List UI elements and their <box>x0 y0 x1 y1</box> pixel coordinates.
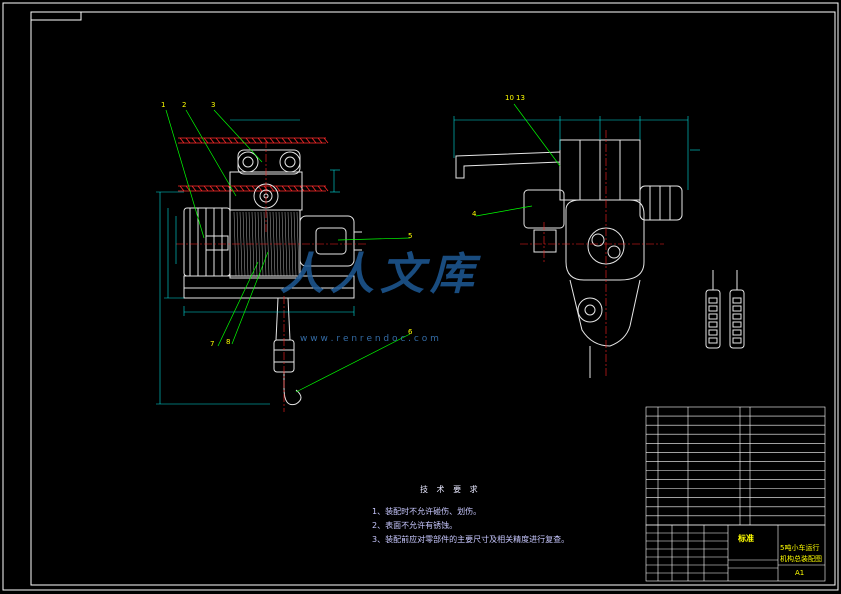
part-label-4: 4 <box>472 210 477 218</box>
hoist-housing <box>565 199 645 281</box>
lifting-hook <box>283 372 302 406</box>
trolley-wheel-right <box>279 151 301 173</box>
trolley-upper-frame <box>237 149 301 175</box>
part-label-2: 2 <box>182 101 187 109</box>
part-label-13: 13 <box>516 94 525 102</box>
side-view-dimensions <box>453 116 700 190</box>
title-block <box>645 524 826 582</box>
part-label-6: 6 <box>408 328 413 336</box>
hoist-side-view <box>455 139 745 378</box>
left-motor <box>183 207 231 277</box>
sheet-size: A1 <box>795 569 805 577</box>
front-view-leaders <box>165 109 411 393</box>
notes-title: 技 术 要 求 <box>420 485 481 494</box>
part-label-8: 8 <box>226 338 231 346</box>
note-item-2: 2、表面不允许有锈蚀。 <box>372 521 458 530</box>
part-label-1: 1 <box>161 101 166 109</box>
inner-border <box>30 11 836 586</box>
wire-rope-right <box>287 297 291 341</box>
side-view-leaders <box>475 103 561 217</box>
pulley-housing <box>569 279 641 347</box>
wire-rope-left <box>275 297 279 341</box>
note-item-1: 1、装配时不允许碰伤、划伤。 <box>372 507 482 516</box>
corner-code-box <box>30 11 82 21</box>
hoist-front-view <box>156 109 411 412</box>
part-label-5: 5 <box>408 232 413 240</box>
trolley-wheel-left <box>237 151 259 173</box>
part-label-7: 7 <box>210 340 215 348</box>
support-arm <box>455 151 561 179</box>
note-item-3: 3、装配前应对零部件的主要尺寸及相关精度进行复查。 <box>372 535 570 544</box>
hoist-base <box>183 275 355 299</box>
sheave <box>577 297 603 323</box>
right-motor <box>299 215 355 267</box>
drawing-title-line2: 机构总装配图 <box>780 555 822 563</box>
track-beam <box>178 137 329 192</box>
part-label-3: 3 <box>211 101 216 109</box>
front-view-dimensions <box>156 119 355 405</box>
drawing-title-line1: 5吨小车运行 <box>780 544 820 552</box>
title-block-stamp: 标准 <box>738 534 754 543</box>
parts-list-table <box>645 406 826 526</box>
travel-motor <box>639 185 683 221</box>
part-label-10: 10 <box>505 94 514 102</box>
